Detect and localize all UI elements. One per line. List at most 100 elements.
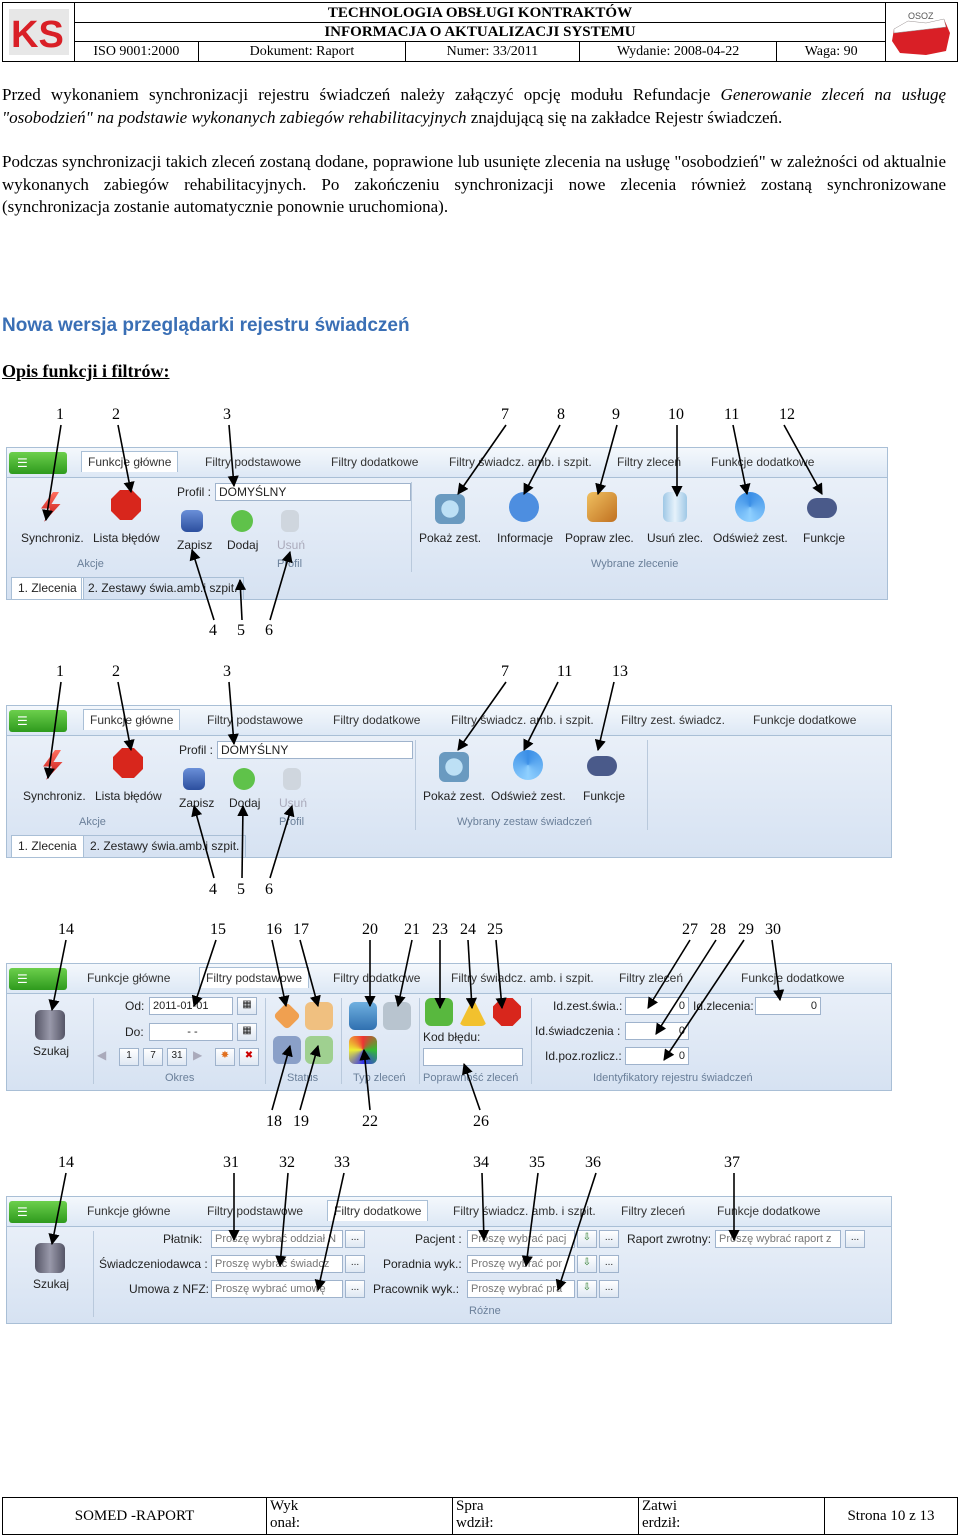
date-from-input[interactable]: 2011-01-01 xyxy=(149,997,233,1015)
tab-filtry-dodatkowe[interactable]: Filtry dodatkowe xyxy=(331,455,419,469)
clear-date-icon[interactable]: ✖ xyxy=(239,1048,259,1066)
employee-select-icon[interactable]: ⇩ xyxy=(577,1280,597,1298)
save-icon[interactable] xyxy=(183,768,205,790)
tab-filtry-podstawowe[interactable]: Filtry podstawowe xyxy=(207,713,304,727)
status-filter-4-icon[interactable] xyxy=(305,1036,333,1064)
contract-browse-button[interactable]: ... xyxy=(345,1280,365,1298)
patient-browse-button[interactable]: ... xyxy=(599,1230,619,1248)
add-label[interactable]: Dodaj xyxy=(227,538,259,552)
subtab-zlecenia[interactable]: 1. Zlecenia xyxy=(11,577,84,599)
position-id-input[interactable]: 0 xyxy=(625,1047,689,1065)
tab-filtry-zlecen[interactable]: Filtry zleceń xyxy=(619,971,684,985)
tab-filtry-zlecen[interactable]: Filtry zleceń xyxy=(617,455,682,469)
status-filter-3-icon[interactable] xyxy=(273,1036,301,1064)
profile-select[interactable]: DOMYŚLNY xyxy=(217,741,413,759)
tab-funkcje-glowne[interactable]: Funkcje główne xyxy=(87,1204,171,1218)
order-type-3-icon[interactable] xyxy=(349,1036,377,1064)
tab-funkcje-dodatkowe[interactable]: Funkcje dodatkowe xyxy=(711,455,815,469)
search-label[interactable]: Szukaj xyxy=(33,1277,70,1291)
tab-funkcje-dodatkowe[interactable]: Funkcje dodatkowe xyxy=(753,713,857,727)
app-menu-button[interactable]: ☰ xyxy=(9,968,67,990)
subtab-zlecenia[interactable]: 1. Zlecenia xyxy=(11,835,84,857)
info-icon[interactable] xyxy=(509,492,539,522)
employee-browse-button[interactable]: ... xyxy=(599,1280,619,1298)
date-to-input[interactable]: - - xyxy=(149,1023,233,1041)
save-label[interactable]: Zapisz xyxy=(179,796,215,810)
return-report-browse-button[interactable]: ... xyxy=(845,1230,865,1248)
payer-browse-button[interactable]: ... xyxy=(345,1230,365,1248)
payer-input[interactable]: Proszę wybrać oddział N xyxy=(211,1230,343,1248)
refresh-set-label[interactable]: Odśwież zest. xyxy=(713,531,788,545)
tab-filtry-podstawowe[interactable]: Filtry podstawowe xyxy=(207,1204,304,1218)
provider-input[interactable]: Proszę wybrać świadcz xyxy=(211,1255,343,1273)
error-stop-icon[interactable] xyxy=(493,998,521,1026)
provider-browse-button[interactable]: ... xyxy=(345,1255,365,1273)
tab-funkcje-glowne[interactable]: Funkcje główne xyxy=(81,451,179,472)
tab-filtry-zest[interactable]: Filtry zest. świadcz. xyxy=(621,713,726,727)
tab-filtry-swiadcz[interactable]: Filtry świadcz. amb. i szpit. xyxy=(449,455,592,469)
binoculars-icon[interactable] xyxy=(35,1010,65,1040)
tab-funkcje-dodatkowe[interactable]: Funkcje dodatkowe xyxy=(717,1204,821,1218)
set-id-input[interactable]: 0 xyxy=(625,997,689,1015)
edit-order-label[interactable]: Popraw zlec. xyxy=(565,531,634,545)
show-set-label[interactable]: Pokaż zest. xyxy=(419,531,482,545)
warning-icon[interactable] xyxy=(459,998,487,1026)
prev-period-icon[interactable]: ◀ xyxy=(97,1048,107,1062)
add-icon[interactable] xyxy=(233,768,255,790)
order-type-2-icon[interactable] xyxy=(383,1002,411,1030)
info-label[interactable]: Informacje xyxy=(497,531,554,545)
tab-filtry-dodatkowe[interactable]: Filtry dodatkowe xyxy=(333,971,421,985)
tab-funkcje-glowne[interactable]: Funkcje główne xyxy=(87,971,171,985)
functions-label[interactable]: Funkcje xyxy=(583,789,626,803)
search-label[interactable]: Szukaj xyxy=(33,1044,70,1058)
order-type-icon[interactable] xyxy=(349,1002,377,1030)
tab-filtry-swiadcz[interactable]: Filtry świadcz. amb. i szpit. xyxy=(451,971,594,985)
calendar-from-icon[interactable]: ▦ xyxy=(237,997,257,1015)
clinic-input[interactable]: Proszę wybrać por xyxy=(467,1255,575,1273)
next-period-icon[interactable]: ▶ xyxy=(193,1048,203,1062)
save-label[interactable]: Zapisz xyxy=(177,538,213,552)
status-filter-2-icon[interactable] xyxy=(305,1002,333,1030)
refresh-icon[interactable] xyxy=(513,750,543,780)
stop-icon[interactable] xyxy=(113,748,143,778)
order-id-input[interactable]: 0 xyxy=(755,997,821,1015)
app-menu-button[interactable]: ☰ xyxy=(9,1201,67,1223)
profile-select[interactable]: DOMYŚLNY xyxy=(215,483,411,501)
synchronize-label[interactable]: Synchroniz. xyxy=(23,789,86,803)
tab-funkcje-dodatkowe[interactable]: Funkcje dodatkowe xyxy=(741,971,845,985)
day-31-button[interactable]: 31 xyxy=(167,1048,187,1066)
patient-select-icon[interactable]: ⇩ xyxy=(577,1230,597,1248)
patient-input[interactable]: Proszę wybrać pacj xyxy=(467,1230,575,1248)
show-set-icon[interactable] xyxy=(435,494,465,524)
status-filter-icon[interactable] xyxy=(273,1002,301,1030)
add-label[interactable]: Dodaj xyxy=(229,796,261,810)
tab-filtry-podstawowe[interactable]: Filtry podstawowe xyxy=(205,455,302,469)
error-list-label[interactable]: Lista błędów xyxy=(95,789,162,803)
binoculars-icon[interactable] xyxy=(35,1243,65,1273)
tab-filtry-zlecen[interactable]: Filtry zleceń xyxy=(621,1204,686,1218)
return-report-input[interactable]: Proszę wybrać raport z xyxy=(715,1230,841,1248)
synchronize-label[interactable]: Synchroniz. xyxy=(21,531,84,545)
gamepad-icon[interactable] xyxy=(807,498,837,518)
show-set-label[interactable]: Pokaż zest. xyxy=(423,789,486,803)
synchronize-icon[interactable] xyxy=(43,750,63,780)
day-7-button[interactable]: 7 xyxy=(143,1048,163,1066)
stop-icon[interactable] xyxy=(111,490,141,520)
refresh-icon[interactable] xyxy=(735,492,765,522)
today-icon[interactable]: ✸ xyxy=(215,1048,235,1066)
tab-filtry-swiadcz[interactable]: Filtry świadcz. amb. i szpit. xyxy=(453,1204,596,1218)
delete-order-label[interactable]: Usuń zlec. xyxy=(647,531,704,545)
day-1-button[interactable]: 1 xyxy=(119,1048,139,1066)
clinic-browse-button[interactable]: ... xyxy=(599,1255,619,1273)
synchronize-icon[interactable] xyxy=(41,492,61,522)
edit-order-icon[interactable] xyxy=(587,492,617,522)
tab-filtry-swiadcz[interactable]: Filtry świadcz. amb. i szpit. xyxy=(451,713,594,727)
subtab-zestawy[interactable]: 2. Zestawy świa.amb.i szpit. xyxy=(83,835,247,857)
contract-input[interactable]: Proszę wybrać umowę xyxy=(211,1280,343,1298)
tab-filtry-podstawowe[interactable]: Filtry podstawowe xyxy=(199,967,310,988)
save-icon[interactable] xyxy=(181,510,203,532)
employee-input[interactable]: Proszę wybrać pra xyxy=(467,1280,575,1298)
error-code-input[interactable] xyxy=(423,1048,523,1066)
clinic-select-icon[interactable]: ⇩ xyxy=(577,1255,597,1273)
valid-check-icon[interactable] xyxy=(425,998,453,1026)
